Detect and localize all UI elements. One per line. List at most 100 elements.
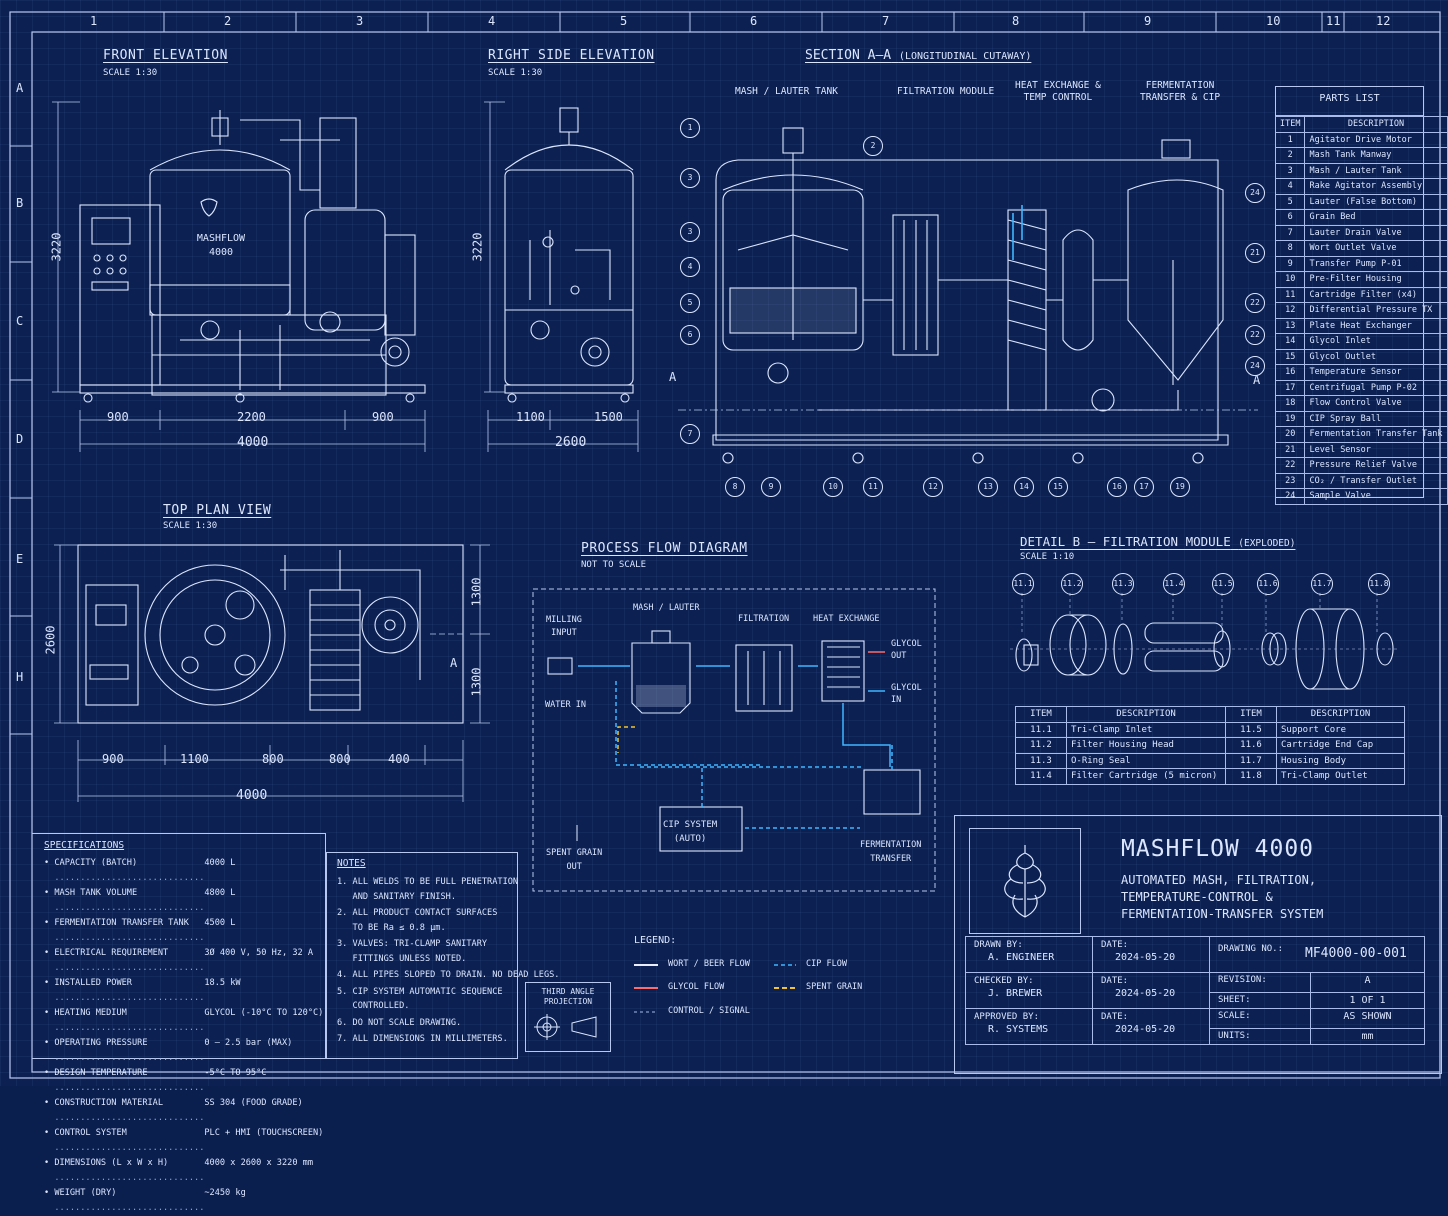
detail-cell: 11.1	[1015, 721, 1067, 738]
detail-cell: 11.2	[1015, 737, 1067, 754]
callout-bubble: 11.5	[1212, 573, 1234, 595]
front-elevation-drawing	[52, 101, 426, 452]
callout-bubble: 13	[978, 477, 998, 497]
col-label: 12	[1376, 14, 1391, 28]
detail-cell: 11.5	[1225, 721, 1277, 738]
notes-title: NOTES	[337, 858, 366, 869]
spec-label: DESIGN TEMPERATURE .....................…	[54, 1068, 205, 1093]
parts-item-no: 1	[1274, 131, 1306, 148]
plan-depth-dim: 2600	[43, 625, 58, 655]
title-block-table: DRAWN BY:A. ENGINEER DATE:2024-05-20 DRA…	[965, 936, 1425, 1045]
spec-value: ~2450 kg	[204, 1188, 246, 1198]
title-block: MASHFLOW 4000 AUTOMATED MASH, FILTRATION…	[954, 815, 1442, 1074]
row-label: B	[16, 196, 24, 210]
parts-item-desc: Flow Control Valve	[1304, 395, 1448, 412]
parts-item-desc: Agitator Drive Motor	[1304, 131, 1448, 148]
parts-item-no: 11	[1274, 286, 1306, 303]
detail-b-drawing	[1010, 593, 1400, 690]
callout-bubble: 11.3	[1112, 573, 1134, 595]
spec-value: 4000 x 2600 x 3220 mm	[204, 1158, 314, 1168]
front-elevation-scale: SCALE 1:30	[103, 68, 158, 78]
pfd-heat: HEAT EXCHANGE	[813, 614, 880, 624]
top-plan-scale: SCALE 1:30	[163, 521, 218, 531]
detail-header: ITEM	[1015, 706, 1067, 723]
parts-item-no: 7	[1274, 224, 1306, 241]
plan-right-dim: 1300	[469, 577, 484, 607]
callout-bubble: 11.6	[1257, 573, 1279, 595]
checked-by-label: CHECKED BY:	[974, 976, 1034, 986]
date-value: 2024-05-20	[1115, 952, 1176, 963]
drawn-by-label: DRAWN BY:	[974, 940, 1023, 950]
spec-value: 3Ø 400 V, 50 Hz, 32 A	[204, 948, 314, 958]
projection-label: THIRD ANGLE PROJECTION	[541, 987, 595, 1006]
units-label: UNITS:	[1218, 1031, 1251, 1041]
spec-row: • OPERATING PRESSURE ...................…	[44, 1036, 323, 1066]
top-plan-drawing	[54, 544, 490, 802]
plan-dim: 800	[262, 752, 284, 766]
revision-label: REVISION:	[1210, 973, 1310, 993]
front-dim: 900	[372, 410, 394, 424]
callout-bubble: 7	[680, 424, 700, 444]
spec-value: PLC + HMI (TOUCHSCREEN)	[204, 1128, 324, 1138]
spec-row: • MASH TANK VOLUME .....................…	[44, 886, 323, 916]
callout-bubble: 11	[863, 477, 883, 497]
plan-dim: 1100	[180, 752, 209, 766]
note-item: 4. ALL PIPES SLOPED TO DRAIN. NO DEAD LE…	[337, 970, 560, 980]
projection-symbol: THIRD ANGLE PROJECTION	[525, 982, 611, 1052]
parts-item-desc: Lauter (False Bottom)	[1304, 193, 1448, 210]
spec-label: FERMENTATION TRANSFER TANK .............…	[54, 918, 205, 943]
units-value: mm	[1361, 1031, 1374, 1042]
row-label: C	[16, 314, 24, 328]
parts-header-desc: DESCRIPTION	[1304, 116, 1448, 133]
pfd-spent: SPENT GRAIN OUT	[546, 848, 603, 872]
plan-right-dim: 1300	[469, 667, 484, 697]
detail-cell: 11.8	[1225, 768, 1277, 785]
front-elevation-title: FRONT ELEVATION	[103, 48, 228, 63]
spec-value: -5°C TO 95°C	[204, 1068, 267, 1078]
col-label: 11	[1326, 14, 1341, 28]
parts-item-desc: Pressure Relief Valve	[1304, 457, 1448, 474]
detail-cell: Filter Cartridge (5 micron)	[1066, 768, 1226, 785]
spec-label: CONTROL SYSTEM .........................…	[54, 1128, 205, 1153]
spec-row: • CONSTRUCTION MATERIAL ................…	[44, 1096, 323, 1126]
detail-cell: Support Core	[1276, 721, 1405, 738]
col-label: 4	[488, 14, 496, 28]
detail-b-title: DETAIL B – FILTRATION MODULE (EXPLODED)	[1020, 534, 1295, 549]
parts-item-no: 21	[1274, 441, 1306, 458]
specs-title: SPECIFICATIONS	[44, 840, 125, 851]
pfd-drawing	[532, 588, 936, 892]
date-label: DATE:	[1101, 1012, 1129, 1022]
pfd-ferm: FERMENTATION TRANSFER	[860, 840, 922, 864]
parts-item-desc: Differential Pressure TX	[1304, 302, 1448, 319]
top-plan-title: TOP PLAN VIEW	[163, 503, 272, 518]
approved-by-label: APPROVED BY:	[974, 1012, 1040, 1022]
parts-item-desc: Fermentation Transfer Tank	[1304, 426, 1448, 443]
parts-item-no: 8	[1274, 240, 1306, 257]
side-dim: 1500	[594, 410, 623, 424]
detail-cell: 11.7	[1225, 752, 1277, 769]
legend-item: WORT / BEER FLOW	[668, 959, 750, 969]
row-label: E	[16, 552, 24, 566]
notes-list: 1. ALL WELDS TO BE FULL PENETRATION AND …	[337, 875, 559, 1049]
callout-bubble: 11.7	[1311, 573, 1333, 595]
detail-b-scale: SCALE 1:10	[1020, 552, 1075, 562]
section-mark-right: A	[1253, 373, 1261, 387]
spec-value: SS 304 (FOOD GRADE)	[204, 1098, 303, 1108]
front-dim: 900	[107, 410, 129, 424]
parts-item-desc: Cartridge Filter (x4)	[1304, 286, 1448, 303]
spec-label: INSTALLED POWER ........................…	[54, 978, 205, 1003]
spec-label: ELECTRICAL REQUIREMENT .................…	[54, 948, 205, 973]
